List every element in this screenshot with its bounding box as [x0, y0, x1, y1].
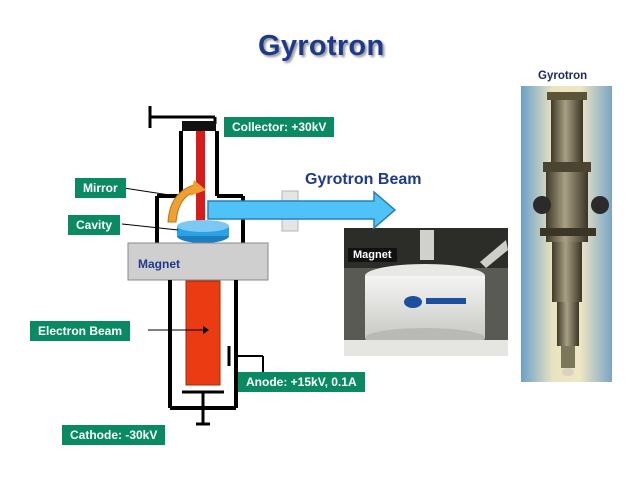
- magnet-label: Magnet: [138, 257, 180, 271]
- gyrotron-schematic: [121, 106, 397, 426]
- anode-label: Anode: +15kV, 0.1A: [238, 372, 365, 392]
- cavity-label: Cavity: [68, 215, 121, 235]
- gyrotron-beam-label: Gyrotron Beam: [305, 171, 422, 188]
- collector-label: Collector: +30kV: [224, 117, 335, 137]
- gyrotron-photo: [521, 86, 612, 382]
- slide-title: Gyrotron: [258, 30, 385, 62]
- electron-beam-label: Electron Beam: [30, 321, 131, 341]
- gyrotron-photo-caption: Gyrotron: [538, 70, 588, 82]
- magnet-photo-tag: Magnet: [348, 248, 397, 262]
- magnet-photo: [344, 228, 508, 356]
- cathode-label: Cathode: -30kV: [62, 425, 166, 445]
- mirror-label: Mirror: [75, 178, 126, 198]
